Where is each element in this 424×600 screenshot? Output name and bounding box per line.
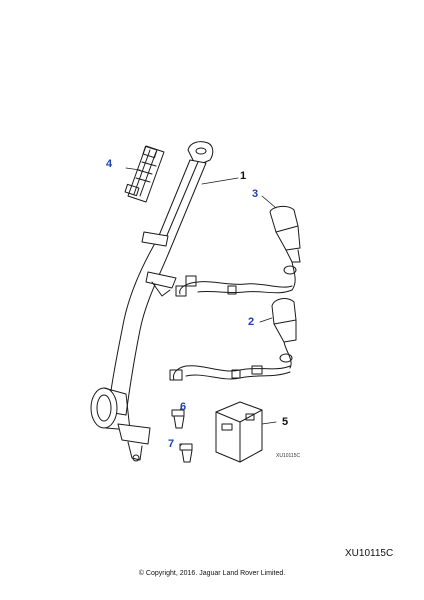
screw (179, 443, 193, 463)
lower-buckle-assembly (169, 298, 297, 381)
callout-1: 1 (240, 170, 247, 182)
bolt (171, 409, 185, 429)
height-adjuster (124, 145, 165, 203)
diagram-ref-small: XU10115C (276, 453, 301, 459)
seat-belt-assembly (90, 141, 214, 462)
control-module (215, 401, 263, 463)
leader-lines (125, 167, 277, 447)
diagram-ref: XU10115C (345, 548, 394, 559)
callout-2: 2 (248, 316, 255, 328)
callout-4: 4 (106, 158, 113, 170)
callout-3: 3 (252, 188, 259, 200)
callout-6: 6 (180, 401, 187, 413)
copyright-notice: © Copyright, 2016. Jaguar Land Rover Lim… (138, 570, 286, 577)
callout-7: 7 (168, 438, 175, 450)
upper-buckle-assembly (175, 205, 301, 297)
callout-5: 5 (282, 416, 289, 428)
